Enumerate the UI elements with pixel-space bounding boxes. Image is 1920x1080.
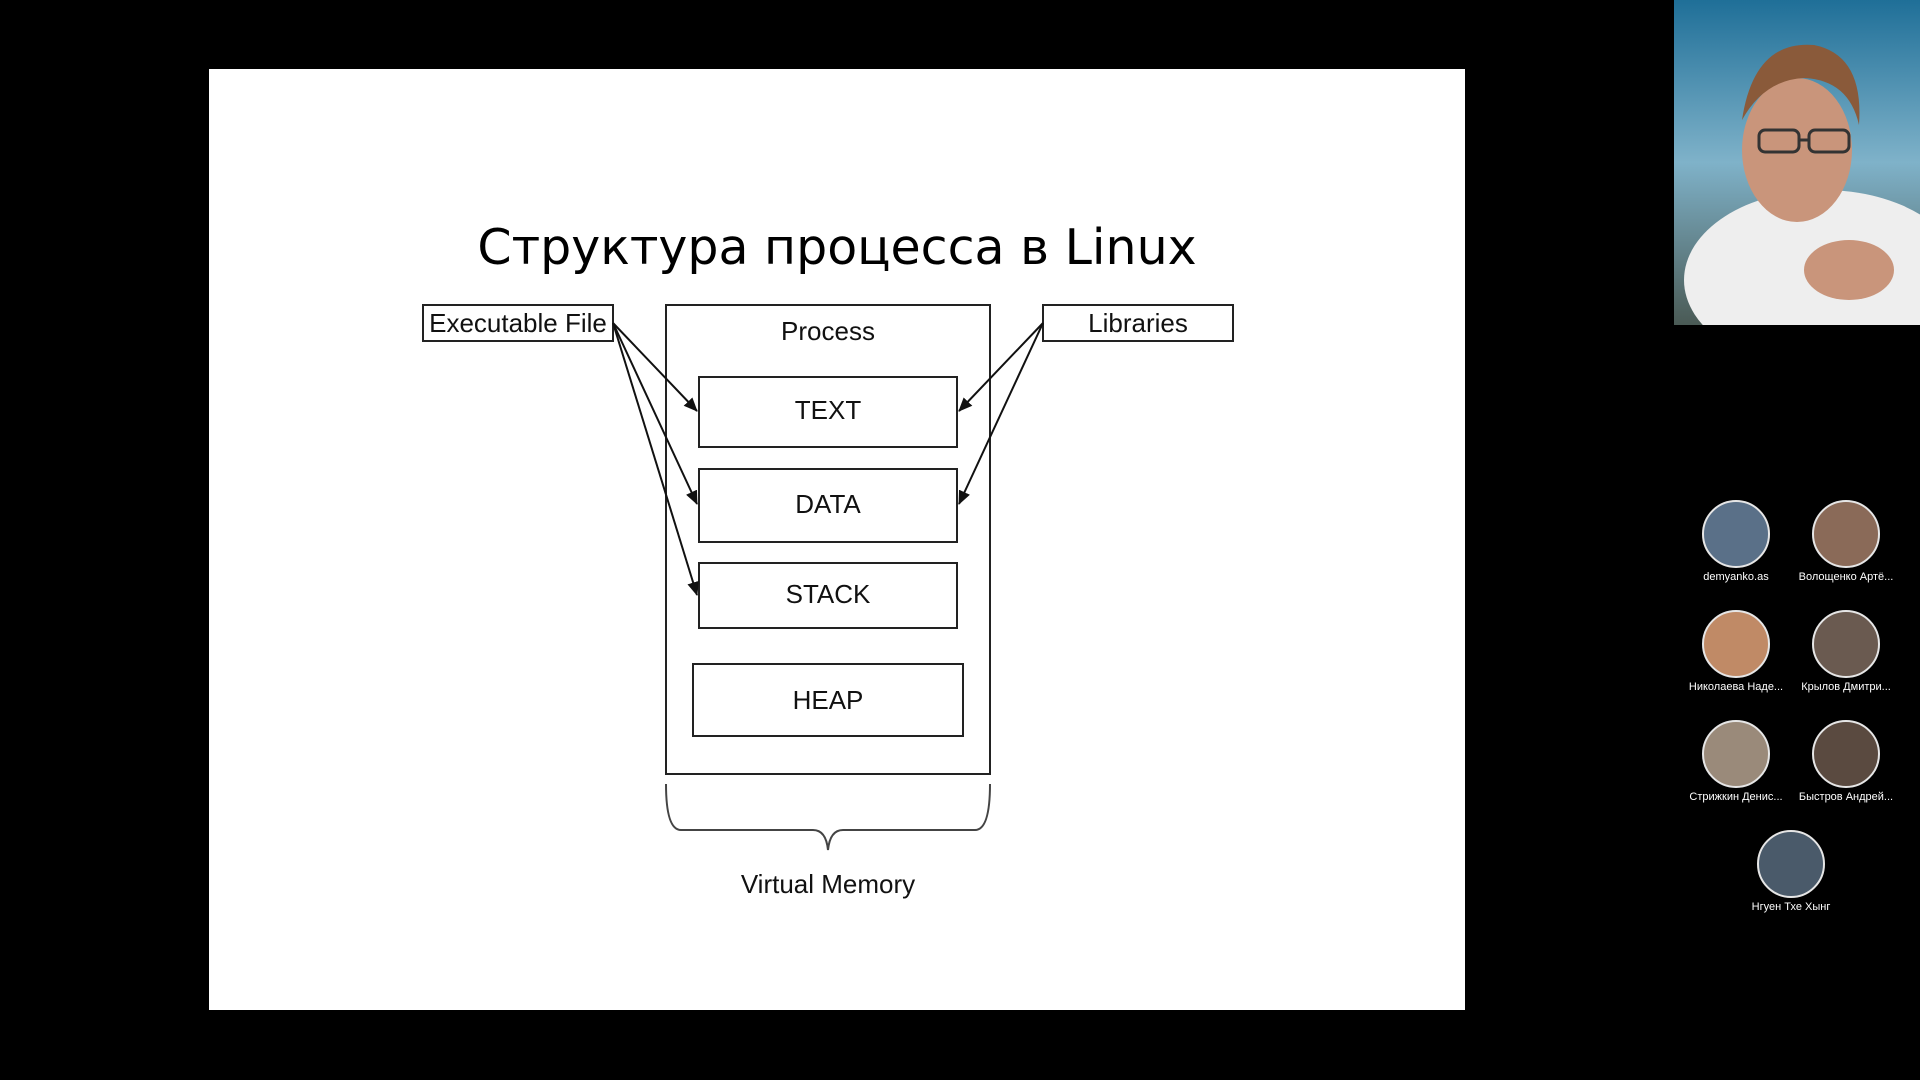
participant-name: Волощенко Артё... <box>1798 571 1894 583</box>
speaker-video-frame <box>1674 0 1920 325</box>
participant-tile[interactable]: Стрижкин Денис... <box>1680 720 1792 803</box>
participants-panel: demyanko.as Волощенко Артё... Николаева … <box>1680 500 1920 930</box>
executable-file-box: Executable File <box>422 304 614 342</box>
participant-tile[interactable]: Крылов Дмитри... <box>1790 610 1902 693</box>
heap-segment: HEAP <box>692 663 964 737</box>
executable-file-label: Executable File <box>429 308 607 338</box>
heap-segment-label: HEAP <box>793 685 864 715</box>
participant-name: Стрижкин Денис... <box>1689 791 1783 803</box>
text-segment: TEXT <box>698 376 958 448</box>
participant-tile[interactable]: Нгуен Тхе Хынг <box>1735 830 1847 913</box>
participant-name: Николаева Наде... <box>1688 681 1784 693</box>
participant-name: demyanko.as <box>1703 571 1769 583</box>
participant-avatar <box>1812 500 1880 568</box>
participant-avatar <box>1812 720 1880 788</box>
shared-slide: Структура процесса в Linux Executable Fi… <box>209 69 1465 1010</box>
arrow-exe-to-text <box>612 322 698 412</box>
arrow-exe-to-data <box>612 322 698 505</box>
virtual-memory-brace <box>665 783 991 851</box>
libraries-box: Libraries <box>1042 304 1234 342</box>
participant-avatar <box>1702 610 1770 678</box>
libraries-label: Libraries <box>1088 308 1188 338</box>
data-segment: DATA <box>698 468 958 543</box>
speaker-video[interactable] <box>1674 0 1920 325</box>
participant-name: Быстров Андрей... <box>1798 791 1894 803</box>
participant-avatar <box>1702 720 1770 788</box>
text-segment-label: TEXT <box>795 395 862 425</box>
participant-name: Нгуен Тхе Хынг <box>1751 901 1831 913</box>
participant-tile[interactable]: Быстров Андрей... <box>1790 720 1902 803</box>
arrow-exe-to-stack <box>612 322 699 596</box>
stack-segment: STACK <box>698 562 958 629</box>
participant-tile[interactable]: demyanko.as <box>1680 500 1792 583</box>
process-label: Process <box>781 316 875 346</box>
stack-segment-label: STACK <box>786 579 871 609</box>
data-segment-label: DATA <box>795 489 861 519</box>
arrow-lib-to-text <box>958 322 1044 412</box>
participant-avatar <box>1812 610 1880 678</box>
slide-title: Структура процесса в Linux <box>477 219 1197 276</box>
participant-tile[interactable]: Волощенко Артё... <box>1790 500 1902 583</box>
participant-tile[interactable]: Николаева Наде... <box>1680 610 1792 693</box>
process-structure-diagram: Executable File Libraries Process TEXT D… <box>422 304 1234 899</box>
participant-name: Крылов Дмитри... <box>1801 681 1891 693</box>
arrow-lib-to-data <box>958 322 1044 505</box>
participant-avatar <box>1757 830 1825 898</box>
participant-avatar <box>1702 500 1770 568</box>
virtual-memory-label: Virtual Memory <box>741 869 915 899</box>
